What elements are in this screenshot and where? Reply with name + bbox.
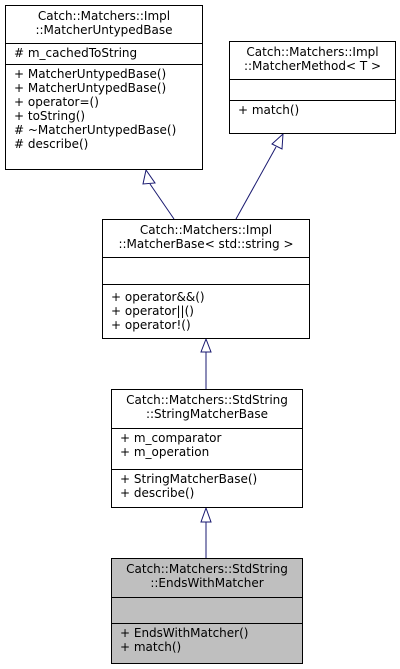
method: + match() (120, 640, 182, 654)
attributes-section (103, 257, 309, 284)
method: + match() (238, 103, 300, 117)
edge-base-to-method (235, 146, 277, 220)
class-name-line: Catch::Matchers::Impl (139, 223, 273, 237)
class-name-line: ::StringMatcherBase (145, 407, 269, 421)
class-name-line: Catch::Matchers::StdString (126, 393, 288, 407)
attributes-section: + m_comparator + m_operation (112, 428, 302, 469)
method: + MatcherUntypedBase() (14, 81, 167, 95)
class-name-line: Catch::Matchers::Impl (246, 45, 379, 59)
arrowhead-base (200, 337, 212, 353)
class-name-line: Catch::Matchers::Impl (37, 9, 171, 23)
class-name-line: ::EndsWithMatcher (150, 576, 264, 590)
edge-base-to-untyped (149, 183, 175, 220)
class-matcher-method[interactable]: Catch::Matchers::Impl ::MatcherMethod< T… (229, 41, 396, 134)
class-string-matcher-base[interactable]: Catch::Matchers::StdString ::StringMatch… (111, 389, 303, 508)
arrowhead-untyped (142, 168, 156, 185)
method: + operator=() (14, 95, 99, 109)
class-name: Catch::Matchers::StdString ::EndsWithMat… (112, 559, 302, 597)
attribute: + m_operation (120, 445, 210, 459)
class-name-line: Catch::Matchers::StdString (126, 562, 288, 576)
method: + operator!() (111, 318, 191, 332)
method: + operator||() (111, 304, 194, 318)
class-name-line: ::MatcherMethod< T > (243, 59, 382, 73)
method: + MatcherUntypedBase() (14, 67, 167, 81)
class-name: Catch::Matchers::Impl ::MatcherMethod< T… (230, 42, 395, 79)
class-name-line: ::MatcherBase< std::string > (118, 237, 294, 251)
arrowhead-method (271, 132, 284, 150)
class-name-line: ::MatcherUntypedBase (35, 23, 173, 37)
method: + toString() (14, 109, 86, 123)
methods-section: + operator&&() + operator||() + operator… (103, 284, 309, 332)
class-matcher-base[interactable]: Catch::Matchers::Impl ::MatcherBase< std… (102, 219, 310, 339)
methods-section: + StringMatcherBase() + describe() (112, 469, 302, 500)
attribute: + m_comparator (120, 431, 222, 445)
attributes-section: # m_cachedToString (6, 43, 202, 64)
method: + StringMatcherBase() (120, 472, 258, 486)
class-matcher-untyped-base[interactable]: Catch::Matchers::Impl ::MatcherUntypedBa… (5, 5, 203, 170)
methods-section: + MatcherUntypedBase() + MatcherUntypedB… (6, 64, 202, 151)
methods-section: + match() (230, 100, 395, 117)
class-name: Catch::Matchers::Impl ::MatcherUntypedBa… (6, 6, 202, 43)
arrowhead-strbase (200, 506, 212, 523)
method: # ~MatcherUntypedBase() (14, 123, 177, 137)
class-ends-with-matcher[interactable]: Catch::Matchers::StdString ::EndsWithMat… (111, 558, 303, 664)
method: # describe() (14, 137, 89, 151)
attributes-section (112, 597, 302, 623)
method: + describe() (120, 486, 195, 500)
attribute: # m_cachedToString (14, 46, 138, 60)
method: + EndsWithMatcher() (120, 626, 249, 640)
attributes-section (230, 79, 395, 100)
class-name: Catch::Matchers::Impl ::MatcherBase< std… (103, 220, 309, 257)
methods-section: + EndsWithMatcher() + match() (112, 623, 302, 654)
class-name: Catch::Matchers::StdString ::StringMatch… (112, 390, 302, 428)
method: + operator&&() (111, 290, 205, 304)
